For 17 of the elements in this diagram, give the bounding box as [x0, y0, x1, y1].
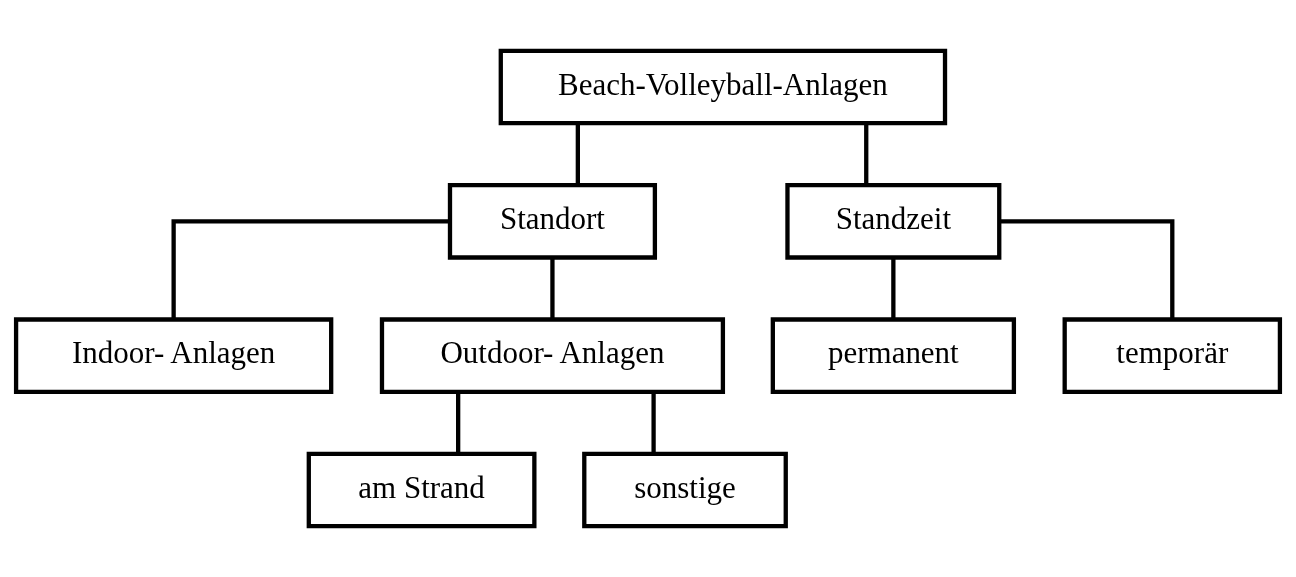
node-box: am Strand: [306, 451, 537, 529]
connector: [891, 258, 896, 320]
node-box: Standort: [447, 183, 658, 260]
node-box: temporär: [1062, 317, 1283, 394]
connector: [456, 392, 461, 454]
node-box: sonstige: [582, 451, 788, 529]
node-box: Outdoor- Anlagen: [379, 317, 726, 394]
connector: [550, 258, 555, 320]
node-box: Indoor- Anlagen: [13, 317, 334, 394]
node-box: Beach-Volleyball-Anlagen: [498, 48, 948, 126]
connector: [864, 123, 869, 186]
connector: [651, 392, 656, 454]
connector: [575, 123, 580, 186]
connector: [999, 219, 1175, 319]
node-box: Standzeit: [785, 183, 1002, 260]
node-box: permanent: [770, 317, 1017, 394]
connector: [171, 219, 450, 319]
